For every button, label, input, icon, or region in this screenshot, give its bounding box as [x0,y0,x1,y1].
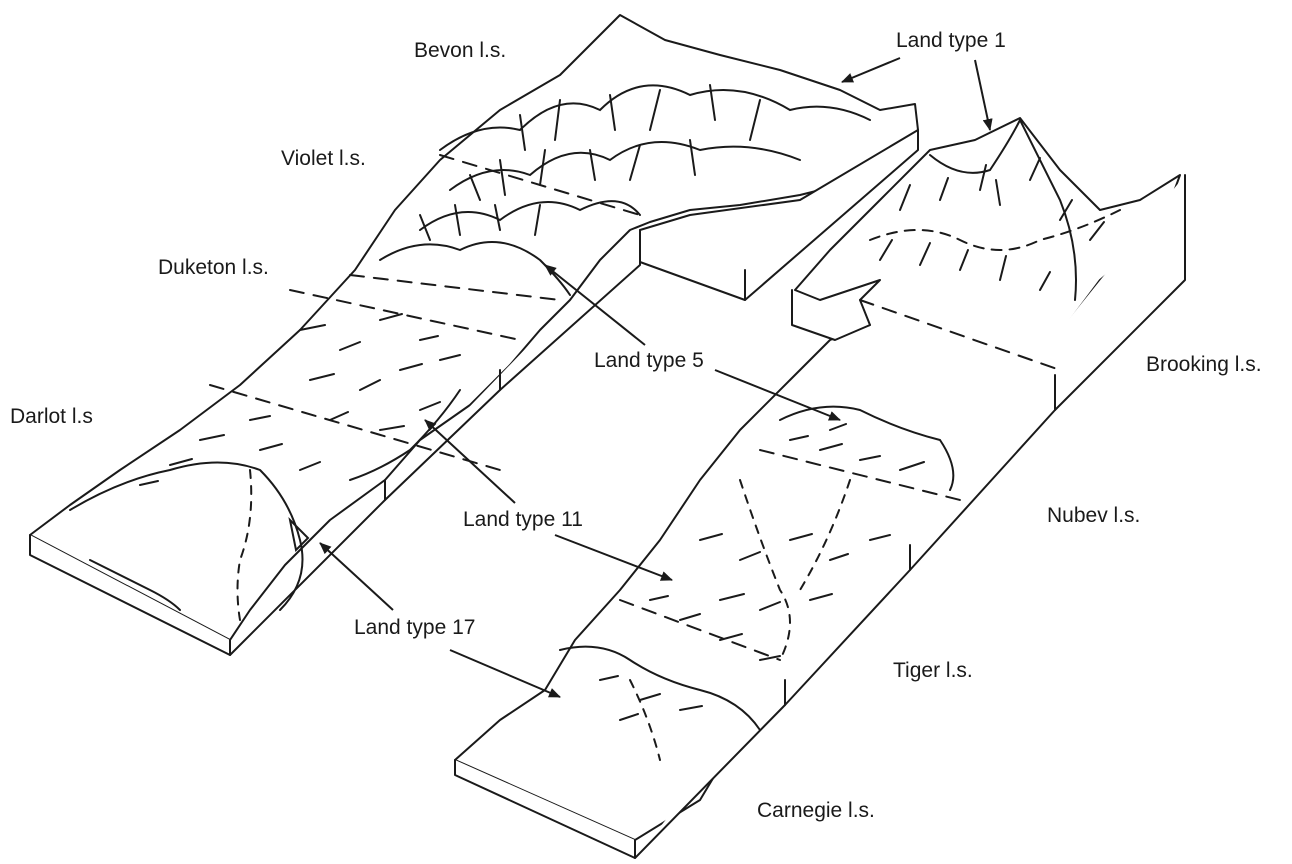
label-brooking: Brooking l.s. [1146,354,1262,375]
arrow-land-type-1-bevon [842,58,900,82]
label-land-type-5: Land type 5 [594,350,704,371]
arrow-land-type-17-left [320,543,393,610]
label-bevon: Bevon l.s. [414,40,506,61]
label-violet: Violet l.s. [281,148,366,169]
label-carnegie: Carnegie l.s. [757,800,875,821]
arrow-land-type-17-right [450,650,560,697]
label-land-type-17: Land type 17 [354,617,475,638]
label-darlot: Darlot l.s [10,406,93,427]
arrow-land-type-11-left [425,420,515,503]
arrow-land-type-1-peak [975,60,990,130]
label-nubev: Nubev l.s. [1047,505,1140,526]
label-tiger: Tiger l.s. [893,660,973,681]
label-land-type-11: Land type 11 [463,509,583,530]
label-duketon: Duketon l.s. [158,257,269,278]
label-land-type-1: Land type 1 [896,30,1006,51]
